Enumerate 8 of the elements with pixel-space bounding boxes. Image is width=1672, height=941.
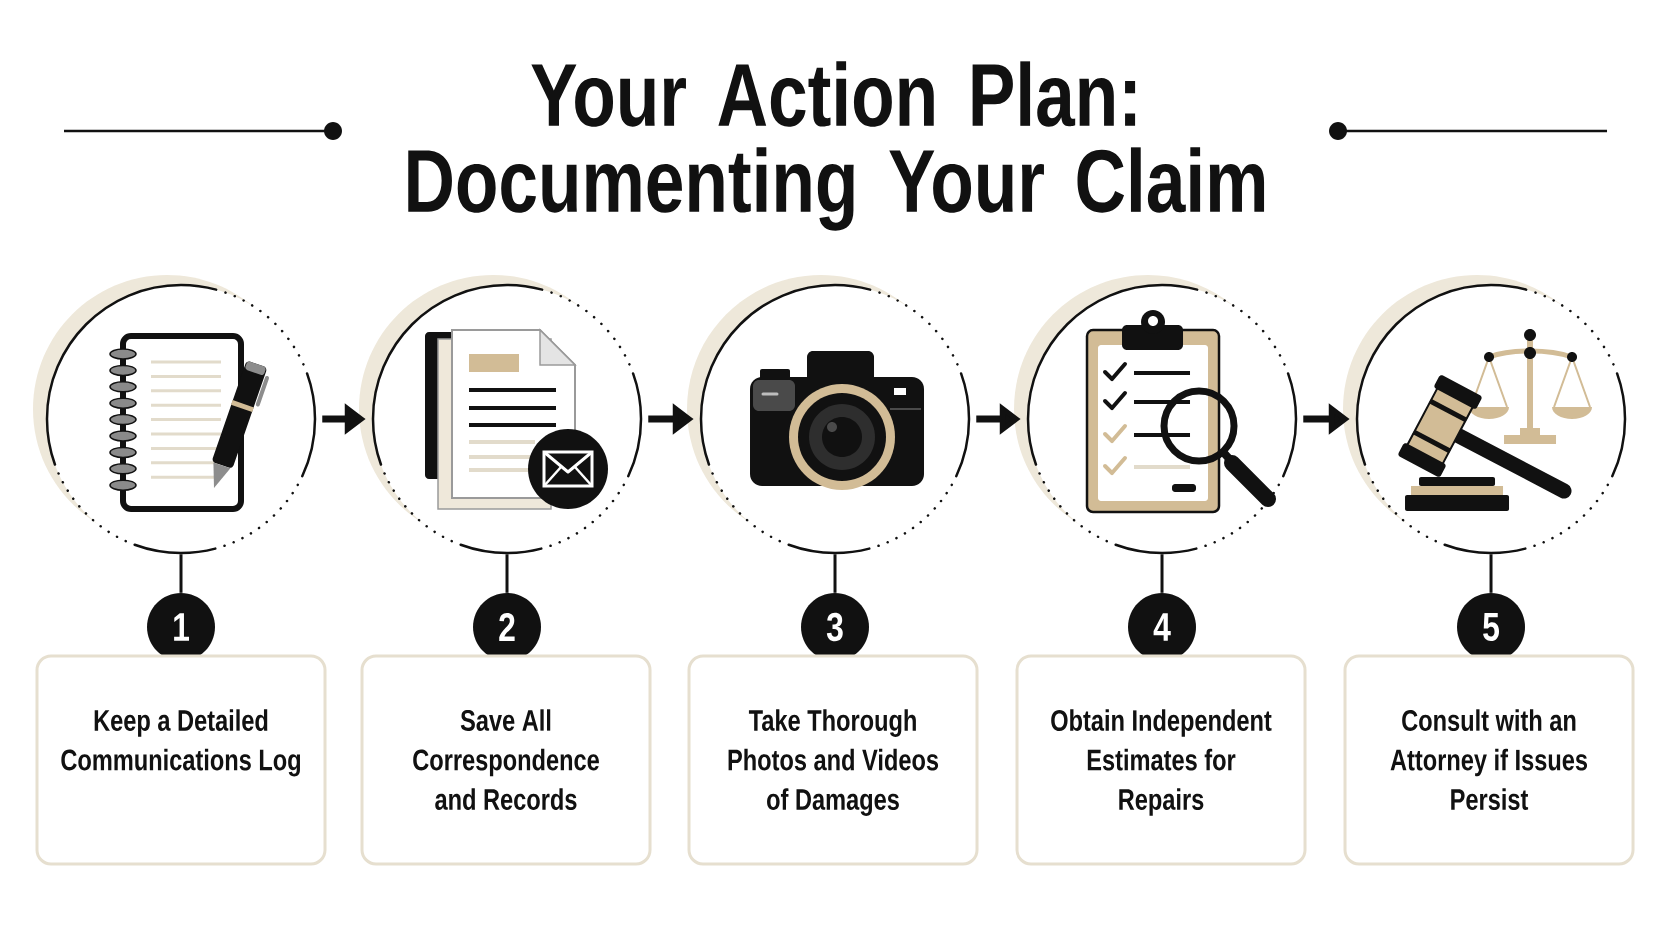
step-box: Save All Correspondence and Records: [360, 654, 652, 866]
step-box: Consult with an Attorney if Issues Persist: [1343, 654, 1635, 866]
step-box: Obtain Independent Estimates for Repairs: [1015, 654, 1307, 866]
number-badge: 5: [1457, 593, 1525, 661]
number-badge: 1: [147, 593, 215, 661]
step-box: Keep a Detailed Communications Log: [35, 654, 327, 866]
title: Your Action Plan: Documenting Your Claim: [408, 61, 1265, 231]
step-box: Take Thorough Photos and Videos of Damages: [687, 654, 979, 866]
